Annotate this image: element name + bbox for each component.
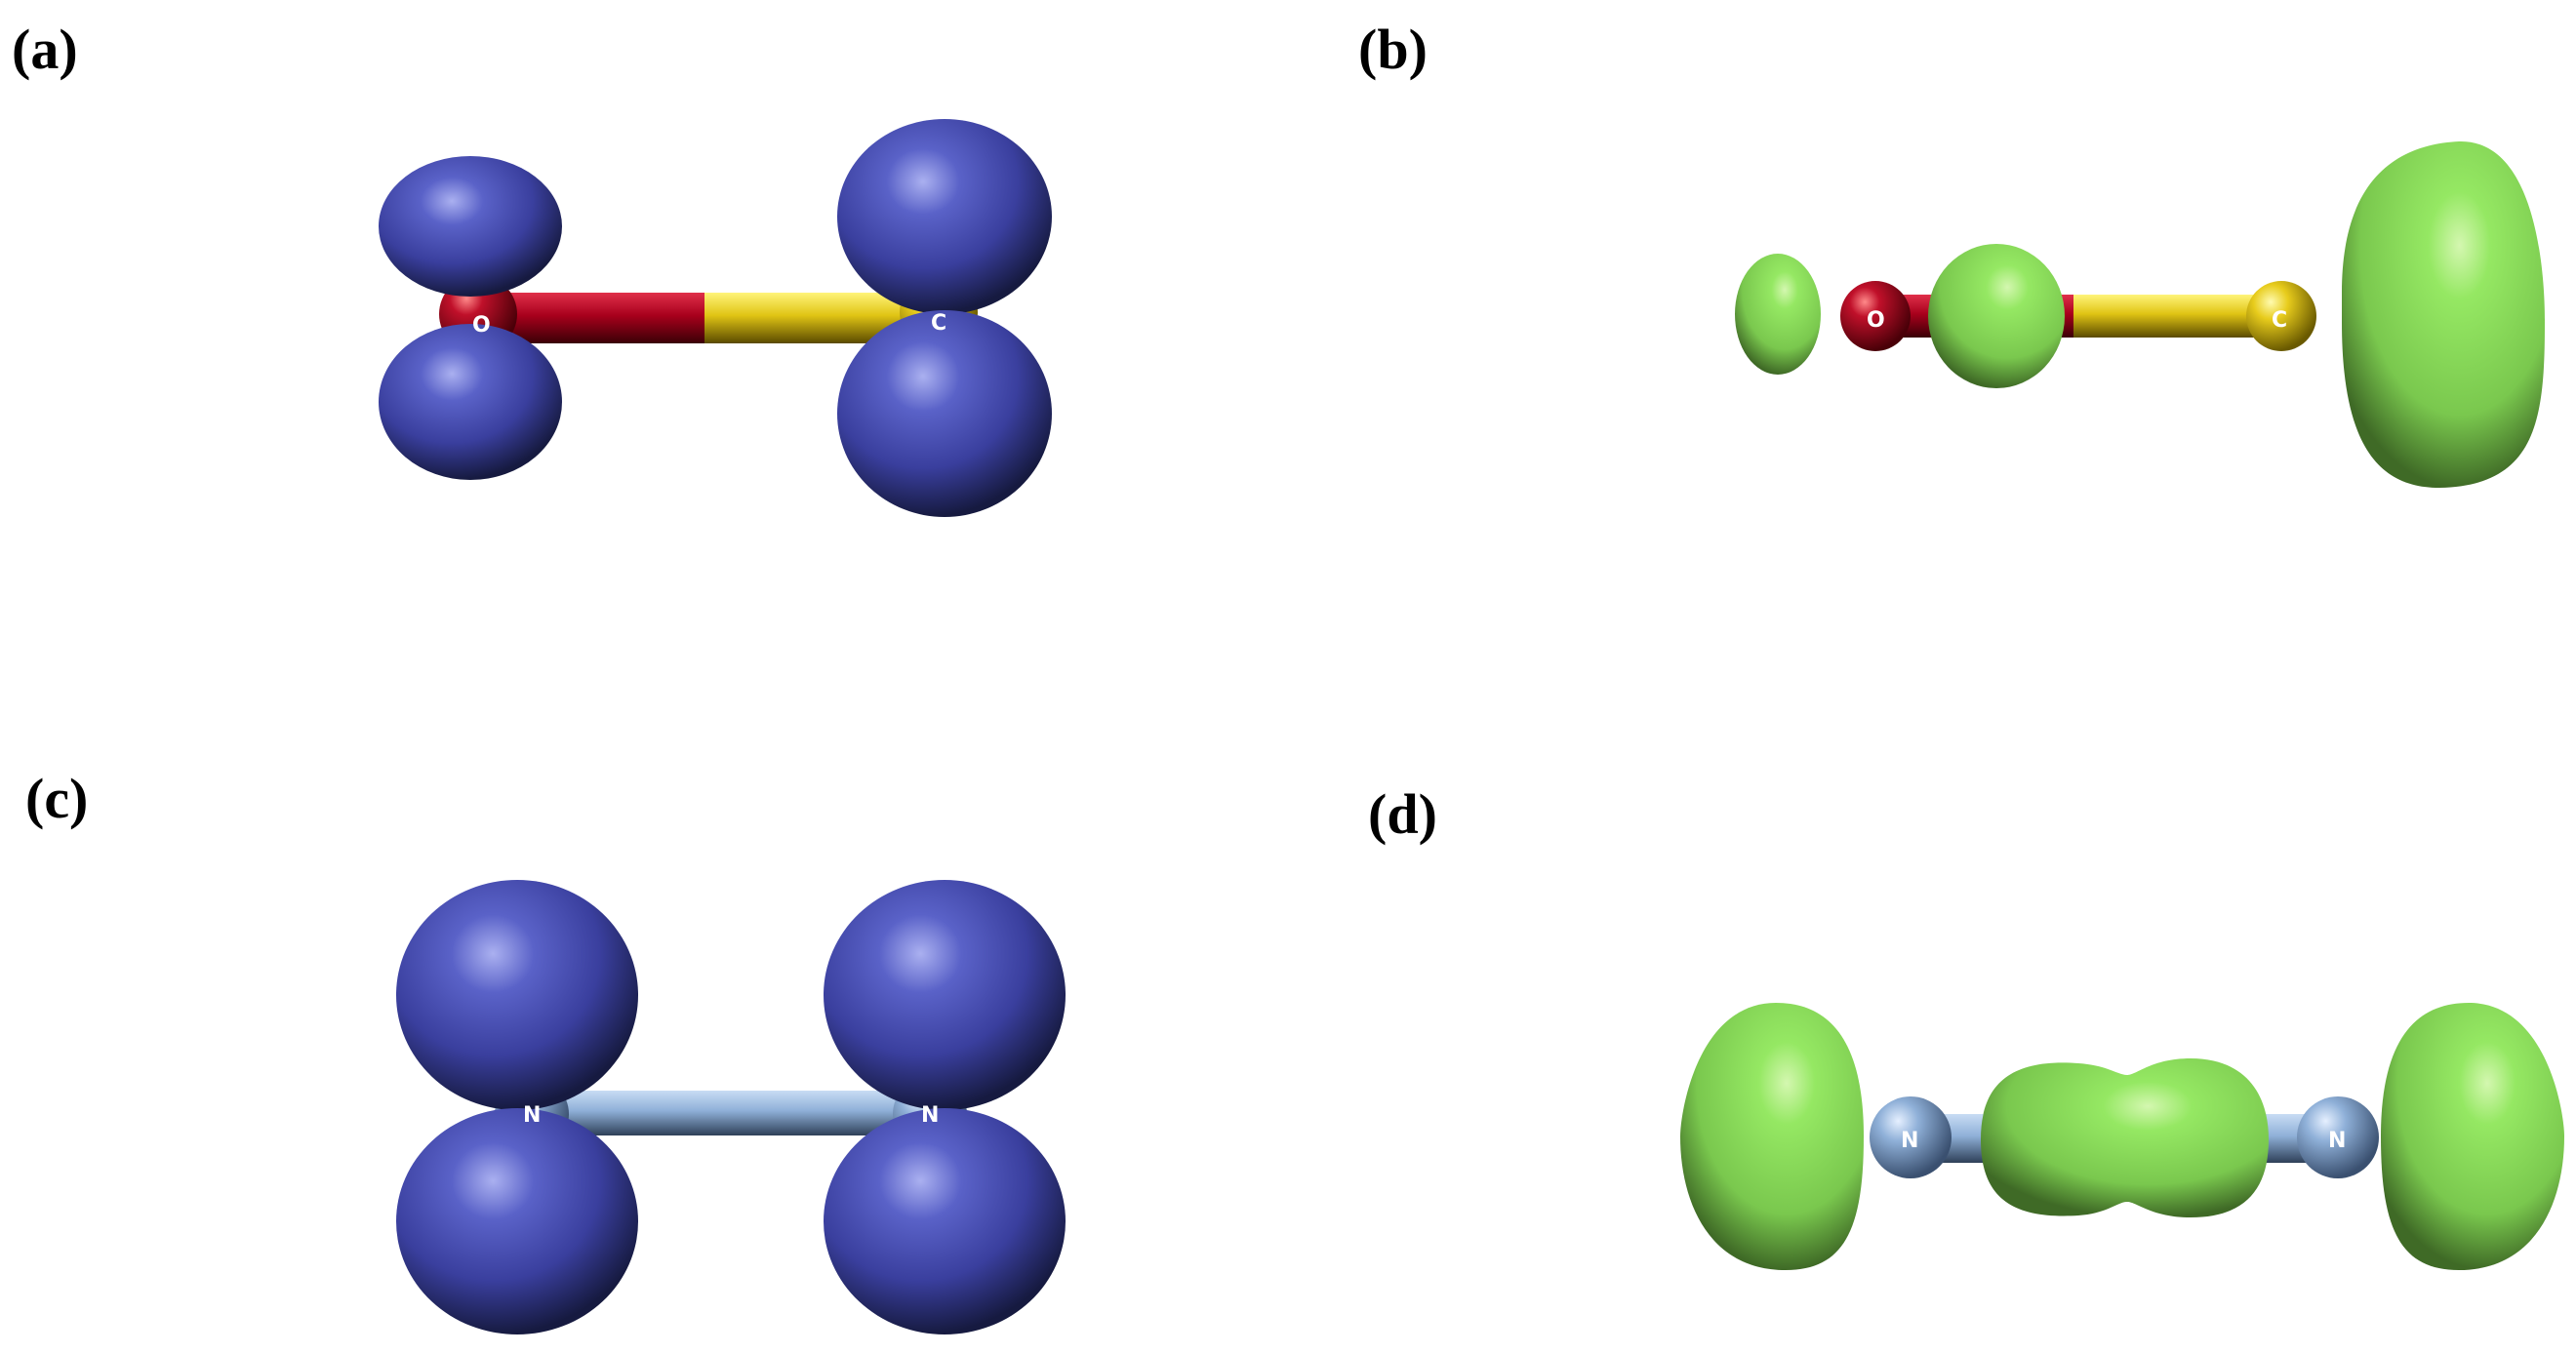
orbital-lobe (1735, 254, 1821, 375)
panel-label-b: (b) (1358, 18, 1428, 81)
orbital-lobe (2381, 1003, 2564, 1270)
panel-label-d: (d) (1368, 782, 1437, 846)
atom-label-n: N (1901, 1129, 1918, 1153)
panel-c-molecule: N N (396, 880, 1066, 1334)
orbital-lobe (1981, 1058, 2269, 1217)
atom-label-o: O (1867, 308, 1885, 333)
atom-label-o: O (472, 313, 491, 338)
panel-label-a: (a) (12, 18, 78, 81)
orbital-lobe (1680, 1003, 1864, 1270)
orbital-lobe (2342, 140, 2546, 488)
panel-a-molecule: O C (379, 119, 1052, 517)
panel-d-molecule: N N (1680, 1003, 2564, 1270)
atom-label-n: N (921, 1103, 939, 1128)
orbital-lobe (837, 310, 1052, 517)
orbital-lobe (824, 1108, 1066, 1334)
oxygen-atom (1840, 281, 1911, 351)
atom-label-c: C (931, 311, 946, 336)
nitrogen-atom (1870, 1096, 1952, 1178)
atom-label-n: N (2328, 1129, 2346, 1153)
nitrogen-atom (2297, 1096, 2379, 1178)
panel-b-molecule: O C (1735, 140, 2546, 488)
panel-label-c: (c) (25, 767, 89, 830)
nn-bond (532, 1091, 930, 1135)
atom-label-n: N (523, 1103, 541, 1128)
atom-label-c: C (2272, 308, 2287, 333)
orbital-lobe (1928, 244, 2065, 388)
carbon-atom (2246, 281, 2316, 351)
orbital-lobe (396, 1108, 638, 1334)
orbital-lobe (379, 156, 562, 297)
orbital-lobe (396, 880, 638, 1110)
orbital-lobe (824, 880, 1066, 1110)
orbital-lobe (837, 119, 1052, 314)
orbital-lobe (379, 324, 562, 480)
